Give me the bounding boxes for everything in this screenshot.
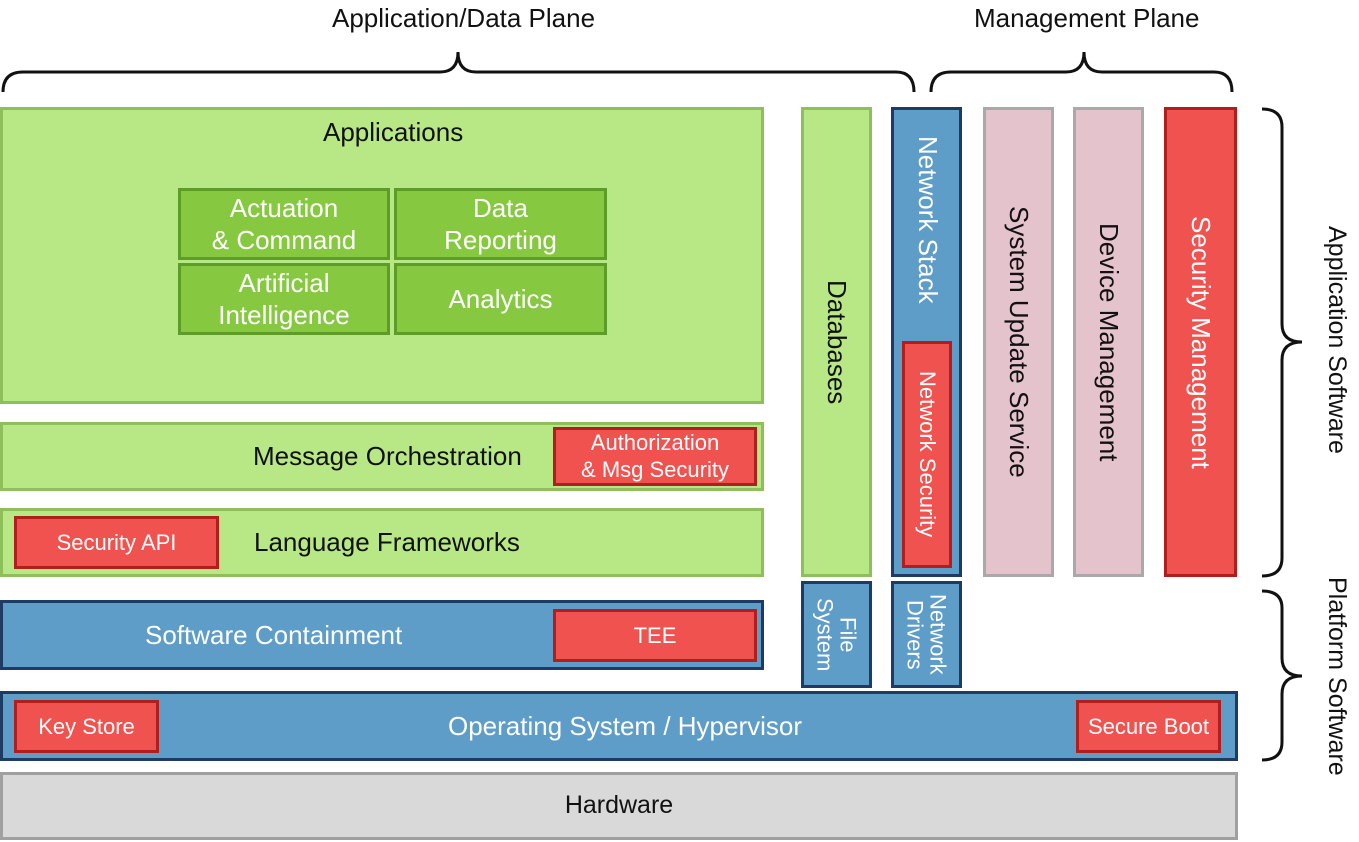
secure-boot-label: Secure Boot [1087, 713, 1210, 739]
device-management-block: Device Management [1073, 107, 1144, 577]
security-api-box: Security API [14, 516, 219, 569]
databases-block: Databases [801, 107, 872, 577]
software-containment-label: Software Containment [145, 620, 403, 650]
tee-box: TEE [553, 609, 757, 662]
message-orchestration-label: Message Orchestration [253, 441, 522, 471]
network-security-label: Network Security [914, 371, 940, 538]
artificial-intelligence-box: Artificial Intelligence [178, 263, 390, 335]
system-update-service-label: System Update Service [1003, 206, 1034, 478]
hardware-label: Hardware [564, 791, 674, 820]
hardware-block: Hardware [0, 772, 1238, 840]
analytics-label: Analytics [448, 283, 553, 314]
management-plane-brace [929, 51, 1234, 93]
application-software-brace [1261, 107, 1303, 578]
key-store-box: Key Store [14, 700, 159, 753]
network-drivers-block: Network Drivers [891, 581, 962, 688]
artificial-intelligence-label: Artificial Intelligence [218, 267, 350, 331]
authorization-msg-security-box: Authorization & Msg Security [553, 427, 757, 486]
network-stack-label: Network Stack [913, 136, 943, 304]
operating-system-block [0, 691, 1238, 761]
system-update-service-block: System Update Service [983, 107, 1054, 577]
language-frameworks-label: Language Frameworks [254, 527, 520, 557]
tee-label: TEE [633, 622, 677, 648]
application-data-plane-brace [1, 51, 916, 93]
device-management-label: Device Management [1093, 222, 1124, 462]
secure-boot-box: Secure Boot [1076, 700, 1221, 753]
file-system-block: File System [801, 581, 872, 688]
security-api-label: Security API [56, 529, 177, 555]
security-management-label: Security Management [1185, 215, 1216, 469]
databases-label: Databases [821, 279, 852, 405]
network-security-box: Network Security [902, 341, 952, 568]
application-software-label: Application Software [1323, 226, 1351, 454]
analytics-box: Analytics [394, 263, 607, 335]
applications-title: Applications [323, 117, 464, 147]
platform-software-brace [1261, 589, 1303, 762]
key-store-label: Key Store [38, 713, 135, 739]
application-data-plane-label: Application/Data Plane [332, 3, 596, 33]
security-management-block: Security Management [1164, 107, 1237, 577]
actuation-command-box: Actuation & Command [178, 188, 390, 260]
management-plane-label: Management Plane [974, 3, 1200, 33]
platform-software-label: Platform Software [1323, 577, 1351, 776]
data-reporting-box: Data Reporting [394, 188, 607, 260]
file-system-label: File System [812, 597, 861, 672]
data-reporting-label: Data Reporting [444, 192, 557, 256]
authorization-msg-security-label: Authorization & Msg Security [581, 430, 729, 482]
actuation-command-label: Actuation & Command [211, 192, 357, 256]
network-drivers-label: Network Drivers [902, 594, 951, 675]
operating-system-label: Operating System / Hypervisor [448, 711, 803, 741]
